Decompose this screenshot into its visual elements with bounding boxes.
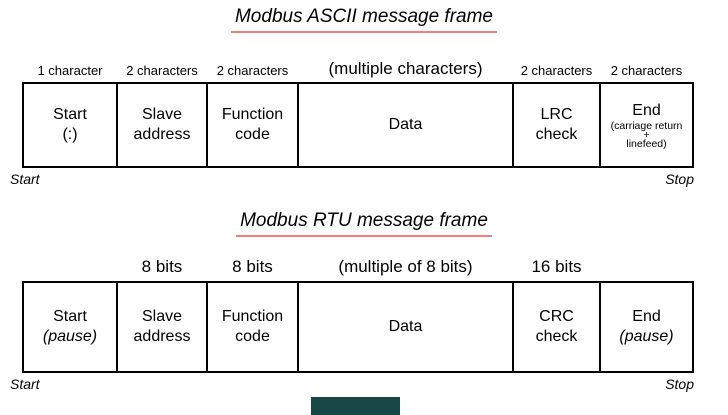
rtu-cell-data: Data — [297, 281, 514, 373]
ascii-cell-lrc-check: LRC check — [512, 82, 601, 168]
size-label: 16 bits — [531, 257, 582, 276]
rtu-title-row: Modbus RTU message frame — [0, 210, 728, 237]
cell-text: (pause) — [619, 328, 674, 345]
size-label: 2 characters — [126, 63, 198, 78]
rtu-cell-slave-address: Slave address — [116, 281, 208, 373]
cell-text: (:) — [62, 126, 78, 143]
ascii-cell-start: Start (:) — [22, 82, 118, 168]
ascii-frame-title: Modbus ASCII message frame — [230, 6, 497, 33]
cell-text: End — [632, 102, 661, 119]
rtu-endpoints: Start Stop — [10, 376, 694, 392]
cell-text: Start — [53, 308, 87, 325]
cell-text: End — [632, 308, 661, 325]
rtu-stop-label: Stop — [665, 376, 694, 392]
rtu-cell-function-code: Function code — [206, 281, 299, 373]
size-label: 1 character — [37, 63, 103, 78]
cell-text: Data — [388, 318, 423, 335]
cell-subtext: linefeed) — [626, 138, 667, 150]
size-label: 2 characters — [520, 63, 593, 78]
cell-text: Data — [388, 116, 423, 133]
ascii-start-label: Start — [10, 171, 40, 187]
cell-text: Function — [221, 106, 284, 123]
ascii-stop-label: Stop — [665, 171, 694, 187]
ascii-cell-end: End (carriage return + linefeed) — [599, 82, 694, 168]
cell-text: code — [235, 126, 270, 143]
ascii-title-row: Modbus ASCII message frame — [0, 6, 728, 33]
rtu-size-labels: 8 bits 8 bits (multiple of 8 bits) 16 bi… — [22, 251, 694, 276]
ascii-cell-data: Data — [297, 82, 514, 168]
cell-text: check — [535, 126, 578, 143]
cell-subtext: + — [643, 129, 650, 141]
bottom-teal-rect — [311, 397, 400, 415]
cell-text: address — [133, 328, 191, 345]
cell-text: Start — [53, 106, 87, 123]
cell-text: Slave — [141, 106, 183, 123]
cell-text: check — [535, 328, 578, 345]
cell-text: (pause) — [42, 328, 98, 345]
size-label: 8 bits — [141, 257, 183, 276]
ascii-size-labels: 1 character 2 characters 2 characters (m… — [22, 54, 694, 78]
rtu-start-label: Start — [10, 376, 40, 392]
ascii-endpoints: Start Stop — [10, 171, 694, 187]
cell-text: CRC — [539, 308, 574, 325]
rtu-frame-title: Modbus RTU message frame — [236, 210, 492, 237]
ascii-cell-slave-address: Slave address — [116, 82, 208, 168]
cell-text: LRC — [540, 106, 573, 123]
cell-text: Slave — [141, 308, 183, 325]
size-label: 2 characters — [216, 63, 289, 78]
ascii-frame-table: Start (:) Slave address Function code Da… — [22, 82, 694, 168]
cell-text: Function — [221, 308, 284, 325]
size-label: 8 bits — [232, 257, 273, 276]
ascii-cell-function-code: Function code — [206, 82, 299, 168]
rtu-cell-crc-check: CRC check — [512, 281, 601, 373]
size-label: (multiple characters) — [328, 59, 483, 78]
cell-text: address — [133, 126, 191, 143]
rtu-cell-end: End (pause) — [599, 281, 694, 373]
size-label: 2 characters — [610, 63, 683, 78]
cell-text: code — [235, 328, 270, 345]
rtu-cell-start: Start (pause) — [22, 281, 118, 373]
size-label: (multiple of 8 bits) — [338, 257, 473, 276]
rtu-frame-table: Start (pause) Slave address Function cod… — [22, 281, 694, 373]
cell-subtext: (carriage return — [610, 120, 683, 132]
